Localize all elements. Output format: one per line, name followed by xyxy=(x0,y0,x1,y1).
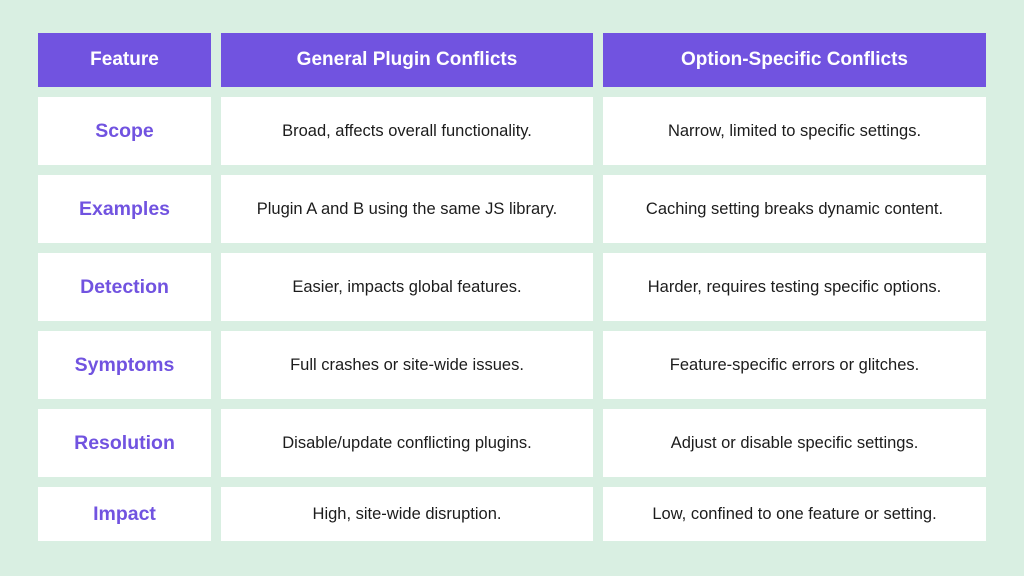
row-impact-general: High, site-wide disruption. xyxy=(221,487,593,541)
row-impact-feature: Impact xyxy=(38,487,211,541)
header-option-specific-conflicts: Option-Specific Conflicts xyxy=(603,33,986,87)
row-impact-option: Low, confined to one feature or setting. xyxy=(603,487,986,541)
row-examples-option: Caching setting breaks dynamic content. xyxy=(603,175,986,243)
row-detection-feature: Detection xyxy=(38,253,211,321)
row-resolution-feature: Resolution xyxy=(38,409,211,477)
row-resolution-option: Adjust or disable specific settings. xyxy=(603,409,986,477)
row-resolution-general: Disable/update conflicting plugins. xyxy=(221,409,593,477)
row-scope-feature: Scope xyxy=(38,97,211,165)
row-symptoms-general: Full crashes or site-wide issues. xyxy=(221,331,593,399)
row-detection-option: Harder, requires testing specific option… xyxy=(603,253,986,321)
comparison-table: Feature General Plugin Conflicts Option-… xyxy=(38,33,986,541)
row-detection-general: Easier, impacts global features. xyxy=(221,253,593,321)
row-scope-option: Narrow, limited to specific settings. xyxy=(603,97,986,165)
row-scope-general: Broad, affects overall functionality. xyxy=(221,97,593,165)
header-general-plugin-conflicts: General Plugin Conflicts xyxy=(221,33,593,87)
row-symptoms-feature: Symptoms xyxy=(38,331,211,399)
row-examples-general: Plugin A and B using the same JS library… xyxy=(221,175,593,243)
header-feature: Feature xyxy=(38,33,211,87)
row-symptoms-option: Feature-specific errors or glitches. xyxy=(603,331,986,399)
row-examples-feature: Examples xyxy=(38,175,211,243)
